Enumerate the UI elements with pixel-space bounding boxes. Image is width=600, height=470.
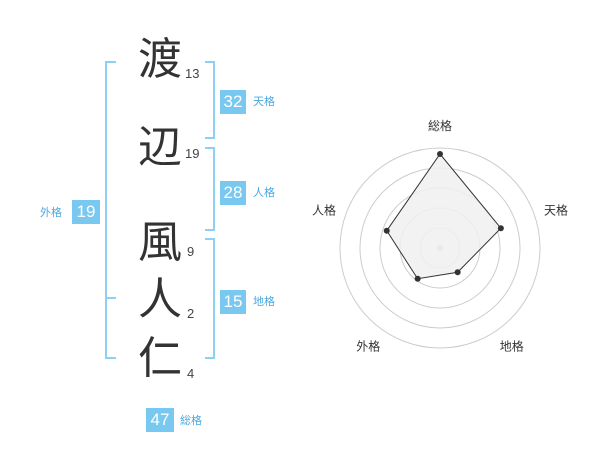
tenkaku-label: 天格 bbox=[253, 95, 275, 108]
chikaku-value: 15 bbox=[220, 290, 246, 314]
radar-grid-ring bbox=[339, 147, 541, 349]
radar-point bbox=[497, 225, 504, 232]
gaikaku-label: 外格 bbox=[40, 206, 62, 219]
radar-point bbox=[437, 151, 443, 157]
stroke-count-4: 2 bbox=[187, 306, 195, 321]
tenkaku-value: 32 bbox=[220, 90, 246, 114]
stroke-count-2: 19 bbox=[185, 146, 200, 161]
chikaku-label: 地格 bbox=[253, 295, 275, 308]
name-char-5: 仁 bbox=[138, 333, 182, 384]
stroke-count-1: 13 bbox=[185, 66, 200, 81]
radar-axis-label: 地格 bbox=[500, 339, 524, 354]
radar-point bbox=[383, 227, 390, 234]
name-char-4: 人 bbox=[138, 274, 182, 325]
soukaku-label: 総格 bbox=[180, 414, 202, 427]
name-char-1: 渡 bbox=[138, 34, 182, 85]
gaikaku-value: 19 bbox=[72, 200, 100, 224]
stroke-count-3: 9 bbox=[187, 244, 195, 259]
radar-point bbox=[414, 275, 421, 282]
name-char-2: 辺 bbox=[138, 122, 182, 173]
stroke-count-5: 4 bbox=[187, 366, 195, 381]
radar-value-polygon bbox=[386, 153, 502, 280]
jinkaku-bracket bbox=[205, 147, 215, 231]
jinkaku-label: 人格 bbox=[253, 186, 275, 199]
radar-point bbox=[454, 269, 461, 276]
chikaku-bracket bbox=[205, 238, 215, 359]
radar-axis-label: 外格 bbox=[356, 339, 380, 354]
gaikaku-bracket bbox=[105, 61, 116, 359]
name-char-3: 風 bbox=[138, 217, 182, 268]
radar-axis-label: 人格 bbox=[312, 202, 336, 217]
tenkaku-bracket bbox=[205, 61, 215, 139]
radar-axis-label: 天格 bbox=[544, 202, 568, 217]
radar-axis-label: 総格 bbox=[428, 118, 452, 133]
jinkaku-value: 28 bbox=[220, 181, 246, 205]
soukaku-value: 47 bbox=[146, 408, 174, 432]
